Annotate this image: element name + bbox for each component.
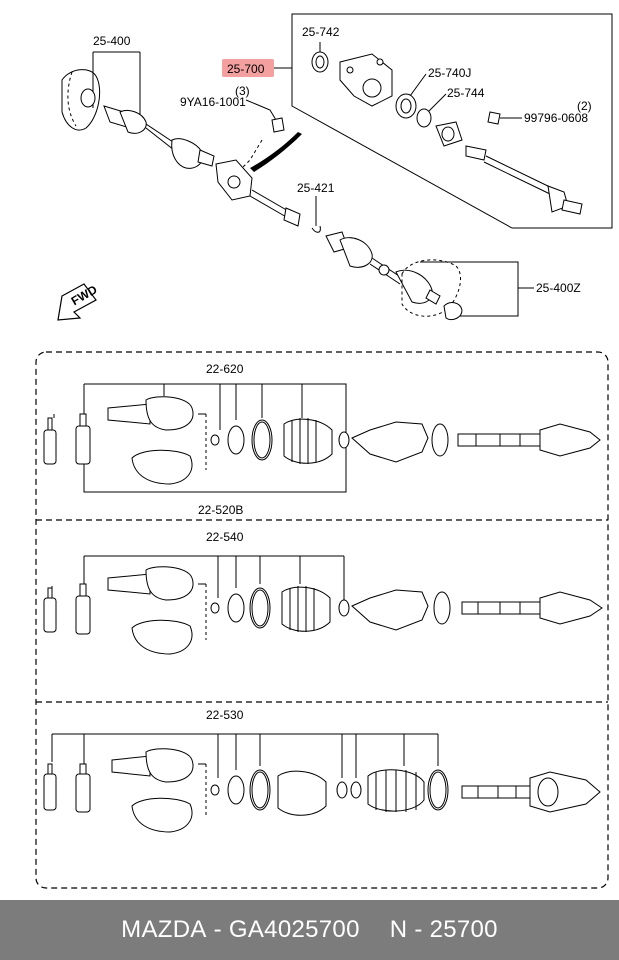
kit-22-540: 22-540 [43, 530, 603, 655]
label-25-400z[interactable]: 25-400Z [536, 281, 581, 295]
footer-brand: MAZDA [121, 916, 207, 943]
highlight-25-700 [222, 59, 274, 77]
label-99796-qty: (2) [577, 99, 592, 113]
label-9ya16-qty: (3) [235, 84, 250, 98]
kit-frame [35, 351, 609, 889]
label-22-530[interactable]: 22-530 [206, 708, 244, 722]
bolt-99796-icon [487, 111, 501, 125]
label-25-742[interactable]: 25-742 [302, 25, 340, 39]
footer-separator: - [213, 916, 222, 943]
footer-bar: MAZDA - GA4025700 N - 25700 [0, 900, 619, 960]
label-22-540[interactable]: 22-540 [206, 530, 244, 544]
top-section: 25-400 9YA16-1001 (3) [57, 13, 613, 321]
bearing-housing [339, 53, 393, 107]
kit-22-530: 22-530 [43, 708, 601, 833]
footer-ref: N - 25700 [389, 916, 498, 943]
center-shaft [215, 159, 301, 227]
right-hub [401, 259, 463, 321]
fwd-arrow-icon: FWD [57, 282, 100, 321]
kit-22-620: 22-620 22-520B [43, 362, 601, 517]
ring-25-744-icon [416, 108, 432, 128]
footer-part-number: GA4025700 [228, 916, 360, 943]
label-25-421[interactable]: 25-421 [297, 181, 335, 195]
label-25-700[interactable]: 25-700 [227, 62, 265, 76]
label-25-744[interactable]: 25-744 [447, 86, 485, 100]
pointer-arrow-icon [250, 132, 302, 172]
label-22-520b[interactable]: 22-520B [198, 503, 243, 517]
right-driveshaft [325, 231, 441, 305]
label-99796-0608[interactable]: 99796-0608 [524, 111, 588, 125]
clip-25-421-icon [311, 225, 321, 233]
left-driveshaft [103, 105, 215, 169]
exploded-diagram: 25-400 9YA16-1001 (3) [35, 13, 613, 889]
label-25-740j[interactable]: 25-740J [428, 66, 471, 80]
label-22-620[interactable]: 22-620 [206, 362, 244, 376]
inset-shaft [465, 145, 583, 215]
bolt-9ya16-icon [271, 117, 285, 133]
label-9ya16-1001[interactable]: 9YA16-1001 [180, 95, 246, 109]
left-hub [61, 69, 101, 131]
label-25-400[interactable]: 25-400 [93, 34, 131, 48]
